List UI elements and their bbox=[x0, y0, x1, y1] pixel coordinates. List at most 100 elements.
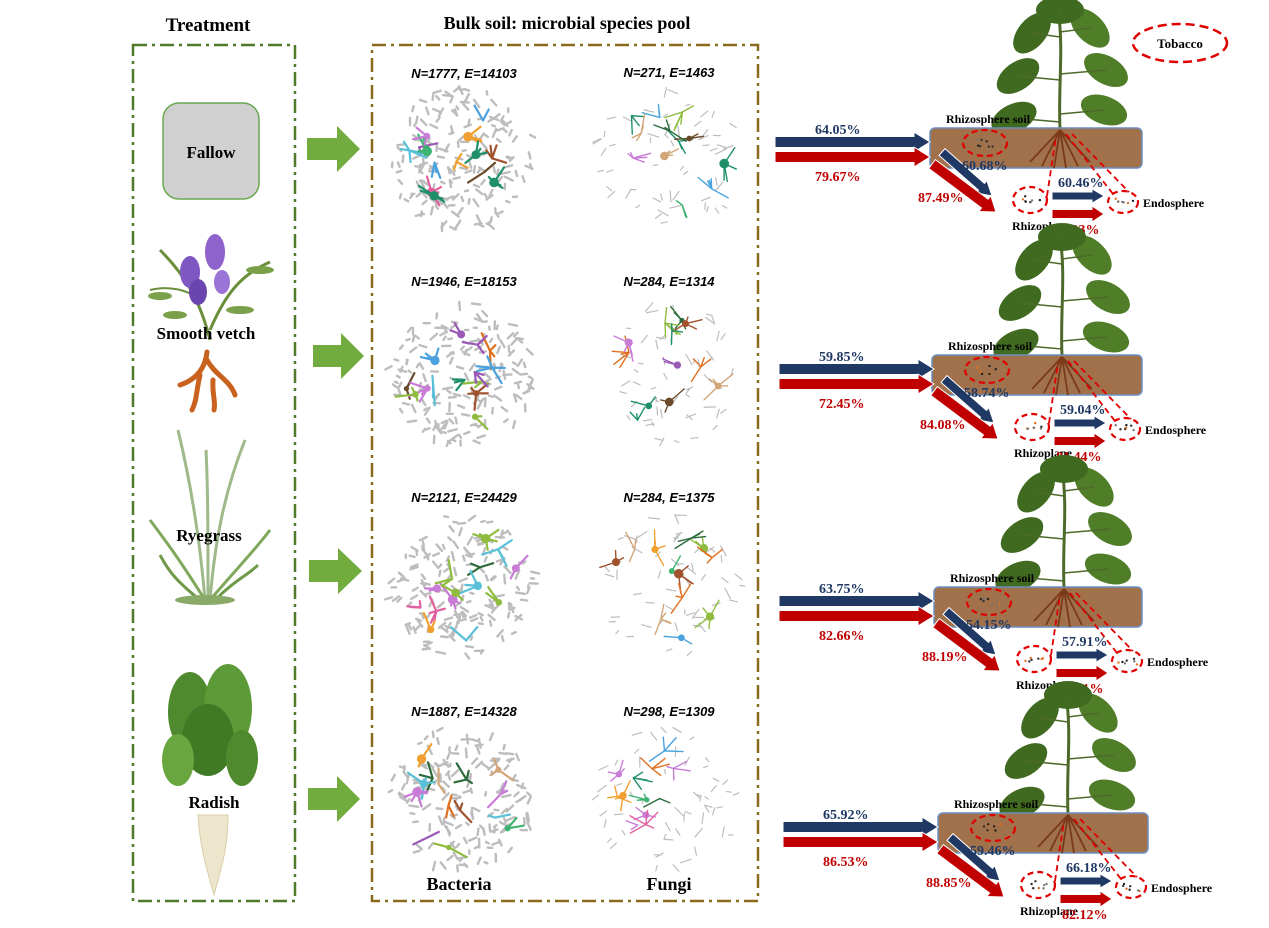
background-fragment bbox=[441, 200, 449, 209]
background-fragment bbox=[649, 731, 658, 741]
background-fragment bbox=[462, 789, 471, 794]
background-fragment bbox=[600, 147, 607, 156]
background-fragment bbox=[503, 764, 510, 771]
background-fragment bbox=[506, 757, 515, 762]
network-module bbox=[473, 104, 490, 122]
bacteria-arrow-to-rhizosphere bbox=[778, 590, 935, 612]
background-fragment bbox=[477, 542, 485, 547]
background-fragment bbox=[395, 169, 403, 174]
network-module bbox=[439, 582, 461, 610]
background-fragment bbox=[508, 156, 515, 163]
bacteria-column-label: Bacteria bbox=[427, 874, 492, 894]
background-fragment bbox=[729, 122, 737, 129]
background-fragment bbox=[429, 332, 439, 341]
background-fragment bbox=[476, 856, 482, 865]
background-fragment bbox=[671, 558, 680, 567]
background-fragment bbox=[650, 421, 655, 427]
background-fragment bbox=[730, 367, 734, 376]
endosphere-label: Endosphere bbox=[1147, 655, 1209, 669]
network-module bbox=[431, 374, 436, 407]
network-module bbox=[489, 758, 515, 782]
background-fragment bbox=[427, 841, 435, 850]
background-fragment bbox=[477, 622, 485, 626]
background-fragment bbox=[712, 777, 720, 782]
background-fragment bbox=[664, 838, 674, 841]
background-fragment bbox=[657, 570, 662, 579]
bacteria-stats-ryegrass: N=2121, E=24429 bbox=[411, 490, 517, 505]
background-fragment bbox=[398, 381, 403, 388]
network-module bbox=[654, 603, 672, 636]
background-fragment bbox=[468, 613, 478, 619]
background-fragment bbox=[449, 95, 454, 104]
background-fragment bbox=[471, 738, 479, 743]
background-fragment bbox=[443, 566, 451, 573]
background-fragment bbox=[437, 107, 445, 118]
network-module bbox=[452, 152, 469, 171]
tobacco-legend-ellipse bbox=[1131, 22, 1229, 64]
background-fragment bbox=[483, 555, 488, 563]
background-fragment bbox=[512, 393, 518, 403]
background-fragment bbox=[446, 854, 454, 862]
background-fragment bbox=[432, 107, 442, 114]
background-fragment bbox=[423, 581, 431, 586]
background-fragment bbox=[483, 860, 489, 865]
background-fragment bbox=[474, 760, 484, 769]
tobacco-label: Tobacco bbox=[1157, 36, 1203, 51]
background-fragment bbox=[494, 385, 503, 391]
fungi-pct-rhizosphere: 72.45% bbox=[819, 397, 865, 412]
bacteria-arrow-to-endosphere bbox=[1051, 187, 1105, 205]
background-fragment bbox=[470, 617, 479, 623]
background-fragment bbox=[663, 833, 667, 841]
background-fragment bbox=[419, 179, 426, 189]
background-fragment bbox=[608, 143, 616, 147]
background-fragment bbox=[693, 120, 702, 127]
background-fragment bbox=[459, 166, 468, 171]
network-module bbox=[458, 569, 482, 595]
background-fragment bbox=[455, 842, 461, 849]
treatment-arrow-radish bbox=[308, 776, 360, 822]
network-module bbox=[434, 558, 454, 586]
network-module bbox=[631, 113, 646, 142]
fungi-pct-rhizosphere: 82.66% bbox=[819, 629, 865, 644]
background-fragment bbox=[423, 406, 431, 416]
endosphere-highlight bbox=[1108, 416, 1142, 442]
background-fragment bbox=[674, 622, 679, 632]
background-fragment bbox=[700, 110, 709, 118]
background-fragment bbox=[398, 765, 407, 770]
background-fragment bbox=[479, 567, 486, 574]
background-fragment bbox=[614, 759, 619, 766]
background-fragment bbox=[591, 794, 600, 801]
background-fragment bbox=[711, 315, 716, 325]
background-fragment bbox=[418, 98, 428, 104]
background-fragment bbox=[452, 520, 459, 524]
background-fragment bbox=[704, 796, 709, 800]
background-fragment bbox=[606, 169, 614, 173]
background-fragment bbox=[469, 591, 475, 595]
background-fragment bbox=[426, 136, 431, 144]
treatment-arrow-fallow bbox=[307, 126, 360, 172]
background-fragment bbox=[659, 437, 665, 447]
network-module bbox=[628, 793, 650, 803]
background-fragment bbox=[442, 335, 447, 342]
background-fragment bbox=[448, 178, 454, 184]
background-fragment bbox=[487, 116, 496, 123]
background-fragment bbox=[674, 806, 684, 817]
background-fragment bbox=[414, 212, 426, 218]
endosphere-highlight bbox=[1110, 648, 1144, 674]
background-fragment bbox=[516, 382, 520, 390]
background-fragment bbox=[453, 613, 462, 617]
network-module bbox=[690, 356, 711, 383]
network-module bbox=[599, 549, 625, 569]
background-fragment bbox=[396, 385, 402, 396]
background-fragment bbox=[514, 393, 523, 401]
background-fragment bbox=[598, 765, 609, 771]
background-fragment bbox=[492, 165, 497, 174]
background-fragment bbox=[436, 737, 440, 745]
ryegrass-illustration bbox=[148, 429, 272, 605]
network-module bbox=[466, 562, 495, 576]
network-module bbox=[403, 787, 429, 808]
background-fragment bbox=[502, 128, 508, 134]
network-module bbox=[641, 103, 661, 119]
bacteria-stats-radish: N=1887, E=14328 bbox=[411, 704, 517, 719]
